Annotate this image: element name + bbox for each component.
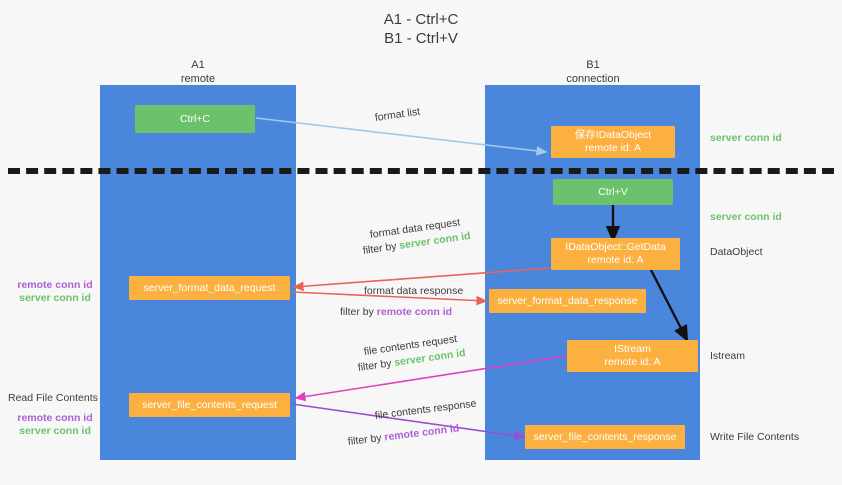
- edge-filter-format-data-response: filter by remote conn id: [340, 306, 452, 319]
- title-line-1: A1 - Ctrl+C: [383, 11, 459, 28]
- separator-dashed-line: [8, 168, 834, 174]
- box-save-idataobject-line2: remote id: A: [584, 142, 642, 154]
- box-server-file-contents-request[interactable]: server_file_contents_request: [129, 393, 290, 417]
- box-ctrl-c[interactable]: Ctrl+C: [135, 105, 255, 133]
- column-a1-role: remote: [180, 73, 216, 85]
- box-server-format-data-request[interactable]: server_format_data_request: [129, 276, 290, 300]
- column-header-b1: B1 connection: [535, 58, 651, 86]
- column-a1-name: A1: [191, 59, 205, 71]
- edge-filter-prefix-3: filter by: [357, 356, 396, 374]
- edge-label-format-data-response-text: format data response: [364, 285, 464, 297]
- annotation-istream-text: Istream: [710, 350, 746, 362]
- annotation-left-remote-conn-id-1: remote conn id: [17, 279, 93, 291]
- annotation-server-conn-id-top-text: server conn id: [710, 132, 782, 144]
- annotation-dataobject: DataObject: [710, 246, 763, 259]
- annotation-left-server-conn-id-2: server conn id: [19, 425, 91, 437]
- annotation-left-server-conn-id-1: server conn id: [19, 292, 91, 304]
- title-line-2: B1 - Ctrl+V: [384, 30, 458, 47]
- edge-filter-prefix-4: filter by: [347, 431, 386, 448]
- column-b1-name: B1: [586, 59, 600, 71]
- edge-label-format-data-response: format data response: [364, 285, 463, 298]
- annotation-read-file-contents-text: Read File Contents: [8, 392, 98, 404]
- page-title: A1 - Ctrl+C B1 - Ctrl+V: [0, 10, 842, 48]
- box-istream[interactable]: IStream remote id: A: [567, 340, 698, 372]
- box-save-idataobject-line1: 保存IDataObject: [574, 129, 652, 141]
- annotation-server-conn-id-top: server conn id: [710, 132, 782, 145]
- box-server-file-contents-response[interactable]: server_file_contents_response: [525, 425, 685, 449]
- box-istream-line2: remote id: A: [604, 356, 661, 368]
- edge-filter-prefix-2: filter by: [340, 306, 377, 318]
- box-ctrl-c-label: Ctrl+C: [179, 112, 211, 125]
- annotation-write-file-contents-text: Write File Contents: [710, 431, 800, 443]
- box-getdata-line2: remote id: A: [587, 254, 644, 266]
- box-server-format-data-request-label: server_format_data_request: [143, 281, 276, 294]
- box-server-format-data-response-label: server_format_data_response: [497, 294, 638, 307]
- box-ctrl-v-label: Ctrl+V: [598, 185, 628, 198]
- edge-filter-key-2: remote conn id: [376, 306, 453, 318]
- annotation-dataobject-text: DataObject: [710, 246, 763, 258]
- edge-filter-file-contents-response: filter by remote conn id: [347, 422, 460, 449]
- annotation-server-conn-id-mid: server conn id: [710, 211, 782, 224]
- edge-filter-prefix-1: filter by: [362, 239, 401, 257]
- edge-filter-key-4: remote conn id: [383, 422, 460, 444]
- annotation-left-conn-ids-1: remote conn id server conn id: [10, 279, 100, 305]
- box-server-format-data-response[interactable]: server_format_data_response: [489, 289, 646, 313]
- column-header-a1: A1 remote: [140, 58, 256, 86]
- edge-label-format-list: format list: [374, 106, 421, 125]
- annotation-left-remote-conn-id-2: remote conn id: [17, 412, 93, 424]
- box-server-file-contents-response-label: server_file_contents_response: [533, 430, 677, 443]
- annotation-left-conn-ids-2: remote conn id server conn id: [10, 412, 100, 438]
- edge-label-file-contents-response-text: file contents response: [374, 397, 478, 422]
- edge-label-file-contents-response: file contents response: [374, 398, 477, 423]
- annotation-write-file-contents: Write File Contents: [710, 431, 799, 444]
- box-getdata-line1: IDataObject::GetData: [565, 241, 666, 253]
- annotation-read-file-contents: Read File Contents: [8, 392, 98, 405]
- box-ctrl-v[interactable]: Ctrl+V: [553, 179, 673, 205]
- box-server-file-contents-request-label: server_file_contents_request: [142, 398, 277, 411]
- box-getdata[interactable]: IDataObject::GetData remote id: A: [551, 238, 680, 270]
- box-save-idataobject[interactable]: 保存IDataObject remote id: A: [551, 126, 675, 158]
- column-b1-role: connection: [566, 73, 620, 85]
- annotation-istream: Istream: [710, 350, 745, 363]
- box-istream-line1: IStream: [614, 343, 651, 355]
- edge-label-format-list-text: format list: [374, 105, 421, 124]
- annotation-server-conn-id-mid-text: server conn id: [710, 211, 782, 223]
